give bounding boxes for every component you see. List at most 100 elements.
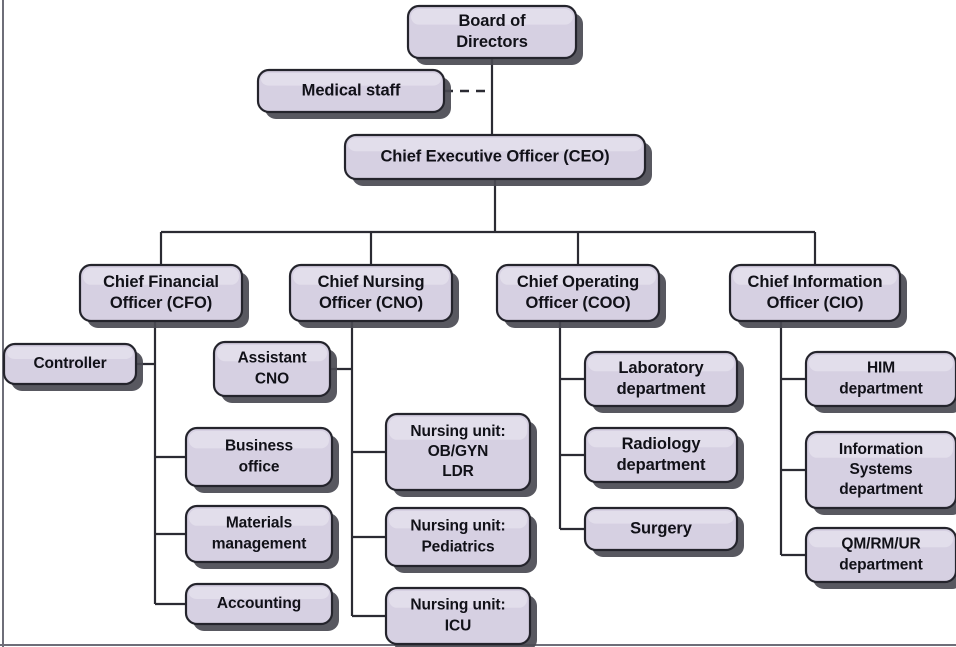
- node-body[interactable]: [2, 342, 138, 386]
- node-highlight: [83, 268, 239, 285]
- node-label: office: [239, 459, 280, 476]
- node-body[interactable]: [343, 133, 647, 181]
- org-node-surgery[interactable]: Surgery: [583, 506, 744, 557]
- org-node-busoffice[interactable]: Business office: [184, 426, 339, 493]
- node-label: Materials: [226, 515, 292, 532]
- node-highlight: [809, 435, 953, 458]
- node-label: Officer (CIO): [767, 294, 864, 312]
- org-node-pediatrics[interactable]: Nursing unit: Pediatrics: [384, 506, 537, 573]
- org-node-radiology[interactable]: Radiology department: [583, 426, 744, 489]
- node-label: ICU: [445, 618, 471, 635]
- node-label: department: [617, 380, 706, 398]
- node-label: HIM: [867, 360, 895, 377]
- node-body[interactable]: [384, 412, 532, 492]
- node-highlight: [588, 511, 734, 524]
- node-body[interactable]: [256, 68, 446, 114]
- org-node-qmrmur[interactable]: QM/RM/UR department: [804, 526, 956, 589]
- node-body[interactable]: [583, 426, 739, 484]
- node-label: Chief Executive Officer (CEO): [380, 147, 609, 165]
- node-highlight: [217, 345, 327, 362]
- node-label: Officer (COO): [525, 294, 630, 312]
- node-label: OB/GYN: [428, 443, 489, 460]
- node-label: Pediatrics: [421, 539, 494, 556]
- org-node-controller[interactable]: Controller: [2, 342, 143, 391]
- node-label: QM/RM/UR: [841, 536, 920, 553]
- org-node-medstaff[interactable]: Medical staff: [256, 68, 451, 119]
- node-label: department: [839, 481, 922, 498]
- node-highlight: [389, 591, 527, 608]
- node-label: Chief Information: [748, 273, 883, 291]
- node-label: Surgery: [630, 519, 693, 537]
- node-highlight: [293, 268, 449, 285]
- node-label: Board of: [458, 12, 526, 30]
- org-node-accounting[interactable]: Accounting: [184, 582, 339, 631]
- node-highlight: [809, 531, 953, 548]
- node-body[interactable]: [804, 350, 956, 408]
- node-label: CNO: [255, 371, 289, 388]
- node-highlight: [348, 138, 642, 152]
- node-body[interactable]: [728, 263, 902, 323]
- node-label: Nursing unit:: [410, 597, 505, 614]
- node-highlight: [189, 587, 329, 599]
- node-label: Medical staff: [302, 81, 401, 99]
- node-body[interactable]: [184, 426, 334, 488]
- node-label: department: [839, 557, 922, 574]
- node-highlight: [500, 268, 656, 285]
- node-body[interactable]: [804, 526, 956, 584]
- node-highlight: [411, 9, 573, 25]
- node-highlight: [7, 347, 133, 359]
- node-body[interactable]: [212, 340, 332, 398]
- node-label: department: [839, 381, 922, 398]
- org-node-ceo[interactable]: Chief Executive Officer (CEO): [343, 133, 652, 186]
- node-highlight: [389, 511, 527, 529]
- node-body[interactable]: [384, 506, 532, 568]
- node-body[interactable]: [495, 263, 661, 323]
- node-label: department: [617, 456, 706, 474]
- node-label: Accounting: [217, 595, 301, 612]
- node-label: Information: [839, 441, 923, 458]
- org-node-lab[interactable]: Laboratory department: [583, 350, 744, 413]
- node-body[interactable]: [583, 350, 739, 408]
- node-label: Nursing unit:: [410, 518, 505, 535]
- node-body[interactable]: [184, 504, 334, 564]
- node-label: Controller: [33, 355, 106, 372]
- node-body[interactable]: [804, 430, 956, 510]
- node-body[interactable]: [78, 263, 244, 323]
- node-label: Laboratory: [618, 359, 704, 377]
- node-body[interactable]: [184, 582, 334, 626]
- node-highlight: [389, 417, 527, 440]
- node-label: Chief Operating: [517, 273, 639, 291]
- node-label: Directors: [456, 33, 528, 51]
- node-highlight: [189, 509, 329, 526]
- node-body[interactable]: [384, 586, 532, 646]
- node-label: Radiology: [622, 435, 702, 453]
- node-label: Business: [225, 438, 293, 455]
- connector-layer: [136, 58, 817, 618]
- node-highlight: [733, 268, 897, 285]
- org-node-board[interactable]: Board of Directors: [406, 4, 583, 65]
- node-body[interactable]: [406, 4, 578, 60]
- node-label: Nursing unit:: [410, 423, 505, 440]
- node-label: Chief Nursing: [318, 273, 425, 291]
- node-highlight: [588, 355, 734, 372]
- node-highlight: [588, 431, 734, 448]
- node-label: Officer (CNO): [319, 294, 423, 312]
- org-node-icu[interactable]: Nursing unit: ICU: [384, 586, 537, 647]
- node-body[interactable]: [583, 506, 739, 552]
- node-highlight: [809, 355, 953, 372]
- node-highlight: [189, 431, 329, 449]
- node-body[interactable]: [288, 263, 454, 323]
- org-node-him[interactable]: HIM department: [804, 350, 956, 413]
- node-label: Officer (CFO): [110, 294, 212, 312]
